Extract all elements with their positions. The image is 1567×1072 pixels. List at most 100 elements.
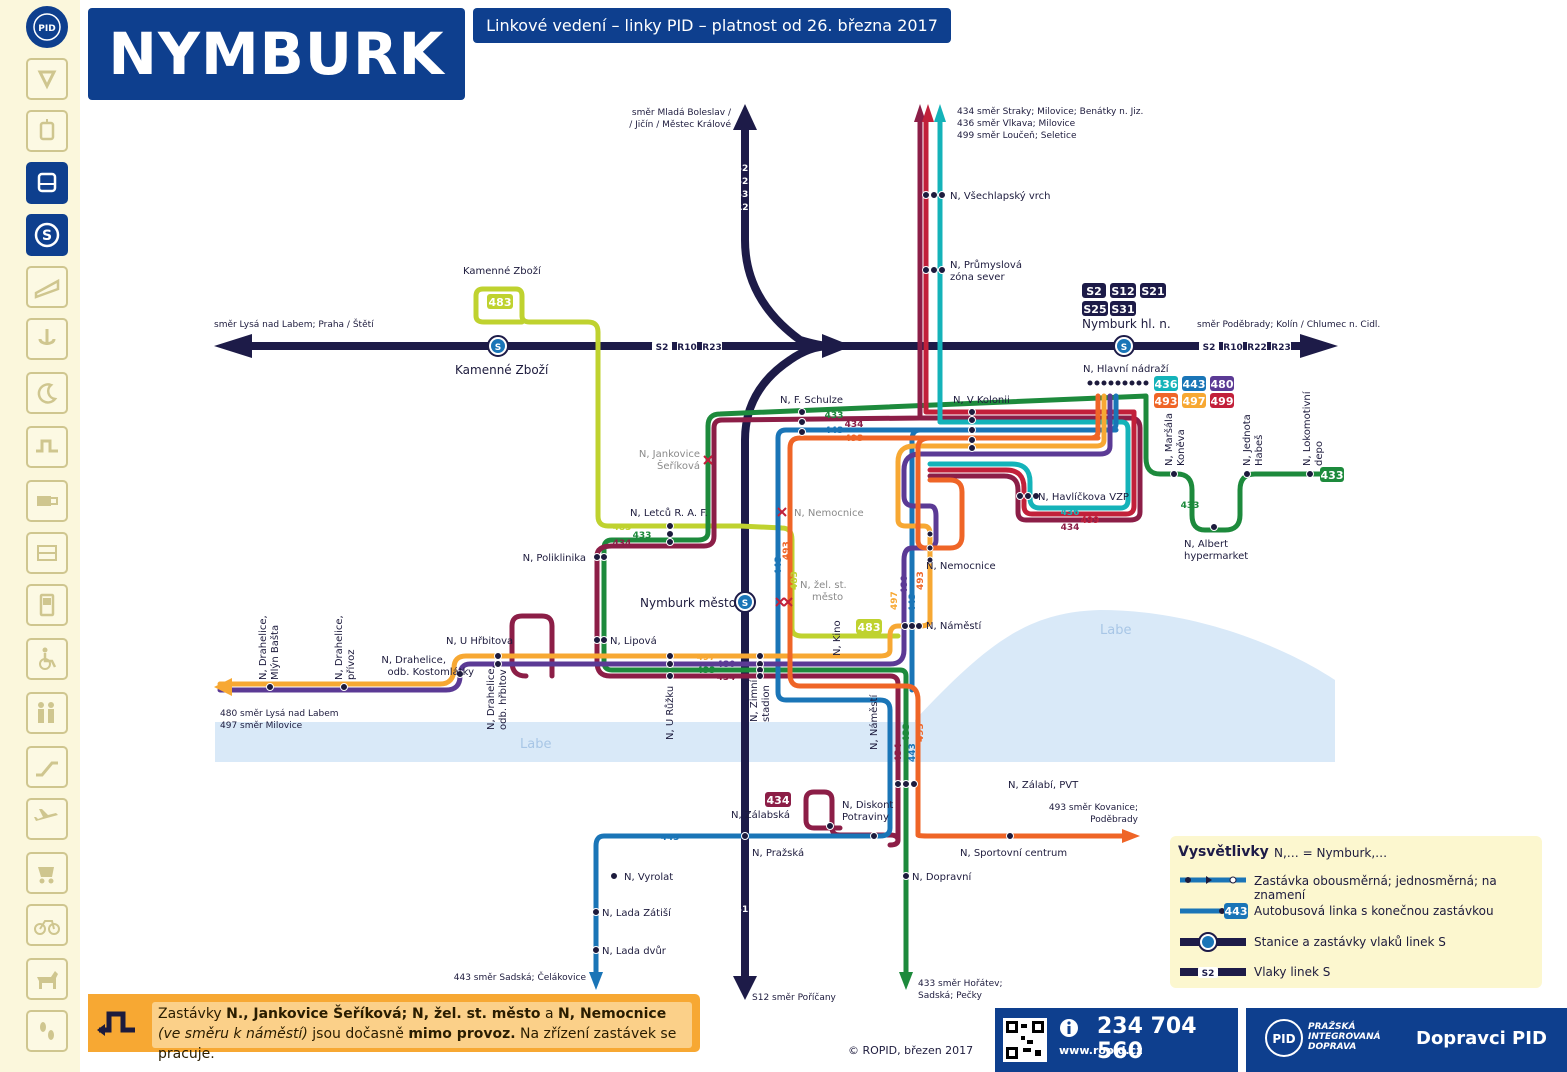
line-497[interactable] xyxy=(217,393,1107,687)
dog-icon[interactable] xyxy=(26,958,68,1000)
notice-box: Zastávky N., Jankovice Šeříková; N, žel.… xyxy=(88,994,700,1062)
legend-label-line: Autobusová linka s konečnou zastávkou xyxy=(1254,904,1494,918)
svg-text:Mlýn Bašta: Mlýn Bašta xyxy=(269,625,281,680)
legend-title: Vysvětlivky xyxy=(1178,844,1269,860)
svg-text:N, F. Schulze: N, F. Schulze xyxy=(780,395,843,406)
sidebar: PID S xyxy=(0,0,80,1072)
night-icon[interactable] xyxy=(26,372,68,414)
svg-text:443: 443 xyxy=(825,426,844,436)
svg-text:N, Hlavní nádraží: N, Hlavní nádraží xyxy=(1083,363,1170,375)
stroller-icon[interactable] xyxy=(26,852,68,894)
svg-text:483: 483 xyxy=(790,571,800,590)
svg-text:N, Pražská: N, Pražská xyxy=(752,847,804,859)
svg-text:443: 443 xyxy=(908,743,918,762)
line-499[interactable] xyxy=(923,115,1137,517)
train-s-icon[interactable]: S xyxy=(26,214,68,256)
svg-text:N, Jankovice: N, Jankovice xyxy=(639,449,700,460)
svg-text:Nymburk město: Nymburk město xyxy=(640,596,736,610)
svg-text:PID: PID xyxy=(1272,1032,1295,1046)
line-436[interactable] xyxy=(927,115,1131,511)
legend: Vysvětlivky N,… = Nymburk,… Zastávka obo… xyxy=(1170,836,1542,988)
escalator-icon[interactable] xyxy=(26,746,68,788)
contact-box: 234 704 560 www.ropid.cz xyxy=(995,1008,1238,1072)
qr-code-icon[interactable] xyxy=(1003,1018,1047,1062)
svg-text:Koněva: Koněva xyxy=(1175,429,1187,466)
svg-text:N, Letců R. A. F.: N, Letců R. A. F. xyxy=(630,507,708,519)
phone-number[interactable]: 234 704 560 xyxy=(1097,1014,1197,1064)
line-badges: 436 443 480 493 497 499 433 483 483 434 xyxy=(487,294,1344,807)
svg-text:R23: R23 xyxy=(702,343,721,353)
svg-text:N, Drahelice,: N, Drahelice, xyxy=(381,655,446,666)
wheelchair-icon[interactable] xyxy=(26,638,68,680)
copyright: © ROPID, březen 2017 xyxy=(848,1044,974,1057)
replacement-icon[interactable] xyxy=(26,426,68,468)
svg-text:S: S xyxy=(742,599,748,609)
svg-text:R22: R22 xyxy=(1247,343,1266,353)
phone-icon[interactable] xyxy=(26,584,68,626)
svg-text:N, Zimní: N, Zimní xyxy=(748,678,760,722)
legend-abbr: N,… = Nymburk,… xyxy=(1274,846,1388,860)
svg-text:Nymburk hl. n.: Nymburk hl. n. xyxy=(1082,317,1171,331)
svg-text:S21: S21 xyxy=(735,164,754,174)
bicycle-icon[interactable] xyxy=(26,904,68,946)
svg-text:443: 443 xyxy=(1183,378,1206,391)
line-480[interactable] xyxy=(217,393,1113,693)
svg-text:483: 483 xyxy=(858,621,881,634)
svg-text:433: 433 xyxy=(633,531,652,541)
svg-text:433: 433 xyxy=(825,411,844,421)
svg-text:N, Náměstí: N, Náměstí xyxy=(926,620,982,632)
svg-text:480: 480 xyxy=(1211,378,1234,391)
operators-label: Dopravci PID xyxy=(1416,1028,1547,1049)
svg-text:N, Náměstí: N, Náměstí xyxy=(868,694,880,750)
svg-text:N, Nemocnice: N, Nemocnice xyxy=(794,508,864,519)
svg-text:N, Jednota: N, Jednota xyxy=(1242,414,1253,466)
railway-lines xyxy=(240,124,1318,982)
svg-text:N, Sportovní centrum: N, Sportovní centrum xyxy=(960,847,1067,859)
airport-icon[interactable] xyxy=(26,798,68,840)
svg-text:493: 493 xyxy=(916,723,926,742)
train-station-kamenne-zbozi[interactable]: S xyxy=(487,335,509,357)
svg-text:433: 433 xyxy=(1181,501,1200,511)
svg-text:N, U Růžku: N, U Růžku xyxy=(664,686,676,740)
svg-text:Kamenné Zboží: Kamenné Zboží xyxy=(455,363,549,377)
ticket-icon[interactable] xyxy=(26,480,68,522)
svg-text:S: S xyxy=(495,343,501,353)
svg-text:R22: R22 xyxy=(735,203,754,213)
stop-sample-icon xyxy=(1180,876,1246,884)
svg-text:N, Lipová: N, Lipová xyxy=(610,635,657,647)
ticket-machine-icon[interactable] xyxy=(26,532,68,574)
svg-text:N, Poliklinika: N, Poliklinika xyxy=(523,553,586,564)
svg-text:Habeš: Habeš xyxy=(1253,435,1265,466)
metro-icon[interactable] xyxy=(26,58,68,100)
svg-text:480 směr Lysá nad Labem: 480 směr Lysá nad Labem xyxy=(220,709,339,719)
svg-text:N, Drahelice,: N, Drahelice, xyxy=(334,615,345,680)
train-station-nymburk-mesto[interactable]: S xyxy=(734,591,756,613)
website-link[interactable]: www.ropid.cz xyxy=(1059,1044,1143,1057)
svg-text:Kamenné Zboží: Kamenné Zboží xyxy=(463,265,542,277)
rail-codes: S2 R10 R23 S2 R10 R22 R23 S21 S25 S31 R2… xyxy=(652,164,1291,915)
pid-logo-icon[interactable]: PID xyxy=(26,6,68,48)
svg-text:433: 433 xyxy=(902,723,912,742)
legend-row-line: 443 xyxy=(1178,902,1248,920)
svg-text:N, Drahelice,: N, Drahelice, xyxy=(486,665,497,730)
svg-text:499 směr Loučeň; Seletice: 499 směr Loučeň; Seletice xyxy=(957,130,1077,141)
train-station-nymburk-hl-n[interactable]: S xyxy=(1113,335,1135,357)
ferry-icon[interactable] xyxy=(26,318,68,360)
svg-text:S25: S25 xyxy=(1083,303,1106,316)
bus-icon[interactable] xyxy=(26,162,68,204)
train-badges: S2 S12 S21 S25 S31 xyxy=(1082,283,1166,316)
walking-icon[interactable] xyxy=(26,1010,68,1052)
tram-icon[interactable] xyxy=(26,110,68,152)
family-icon[interactable] xyxy=(26,692,68,734)
svg-text:S2: S2 xyxy=(1202,969,1215,979)
svg-text:493: 493 xyxy=(916,571,926,590)
svg-text:N, Zálabská: N, Zálabská xyxy=(731,809,790,821)
svg-text:Sadská; Pečky: Sadská; Pečky xyxy=(918,990,983,1001)
svg-text:436: 436 xyxy=(1155,378,1178,391)
svg-text:493: 493 xyxy=(1155,395,1178,408)
svg-text:434: 434 xyxy=(613,539,632,549)
notice-text: Zastávky N., Jankovice Šeříková; N, žel.… xyxy=(152,1002,692,1062)
funicular-icon[interactable] xyxy=(26,266,68,308)
